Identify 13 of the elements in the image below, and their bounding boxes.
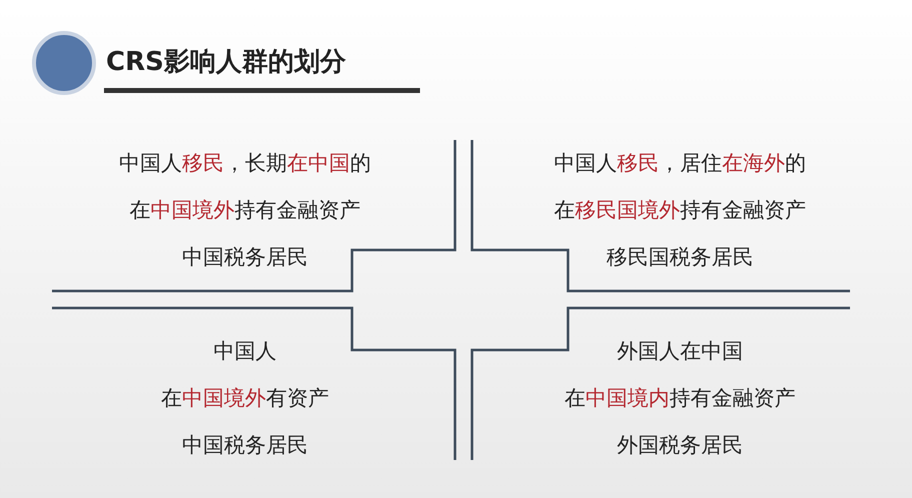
quadrant-text: 在移民国境外持有金融资产 [554,197,806,224]
quadrant-text: 中国税务居民 [182,244,308,271]
quadrant-text: 中国人 [214,338,276,365]
quadrant-text: 外国税务居民 [617,432,743,459]
quadrant-text: 中国人移民，长期在中国的 [119,150,371,177]
quadrant-text: 中国人移民，居住在海外的 [554,150,806,177]
quadrant-text: 中国税务居民 [182,432,308,459]
quadrant-text: 在中国境外持有金融资产 [130,197,360,224]
quadrant-text: 移民国税务居民 [606,244,754,271]
title: CRS影响人群的划分 [106,46,346,79]
quadrant-text: 在中国境外有资产 [161,385,329,412]
quadrant-text: 外国人在中国 [617,338,743,365]
quadrant-text: 在中国境内持有金融资产 [564,385,796,412]
